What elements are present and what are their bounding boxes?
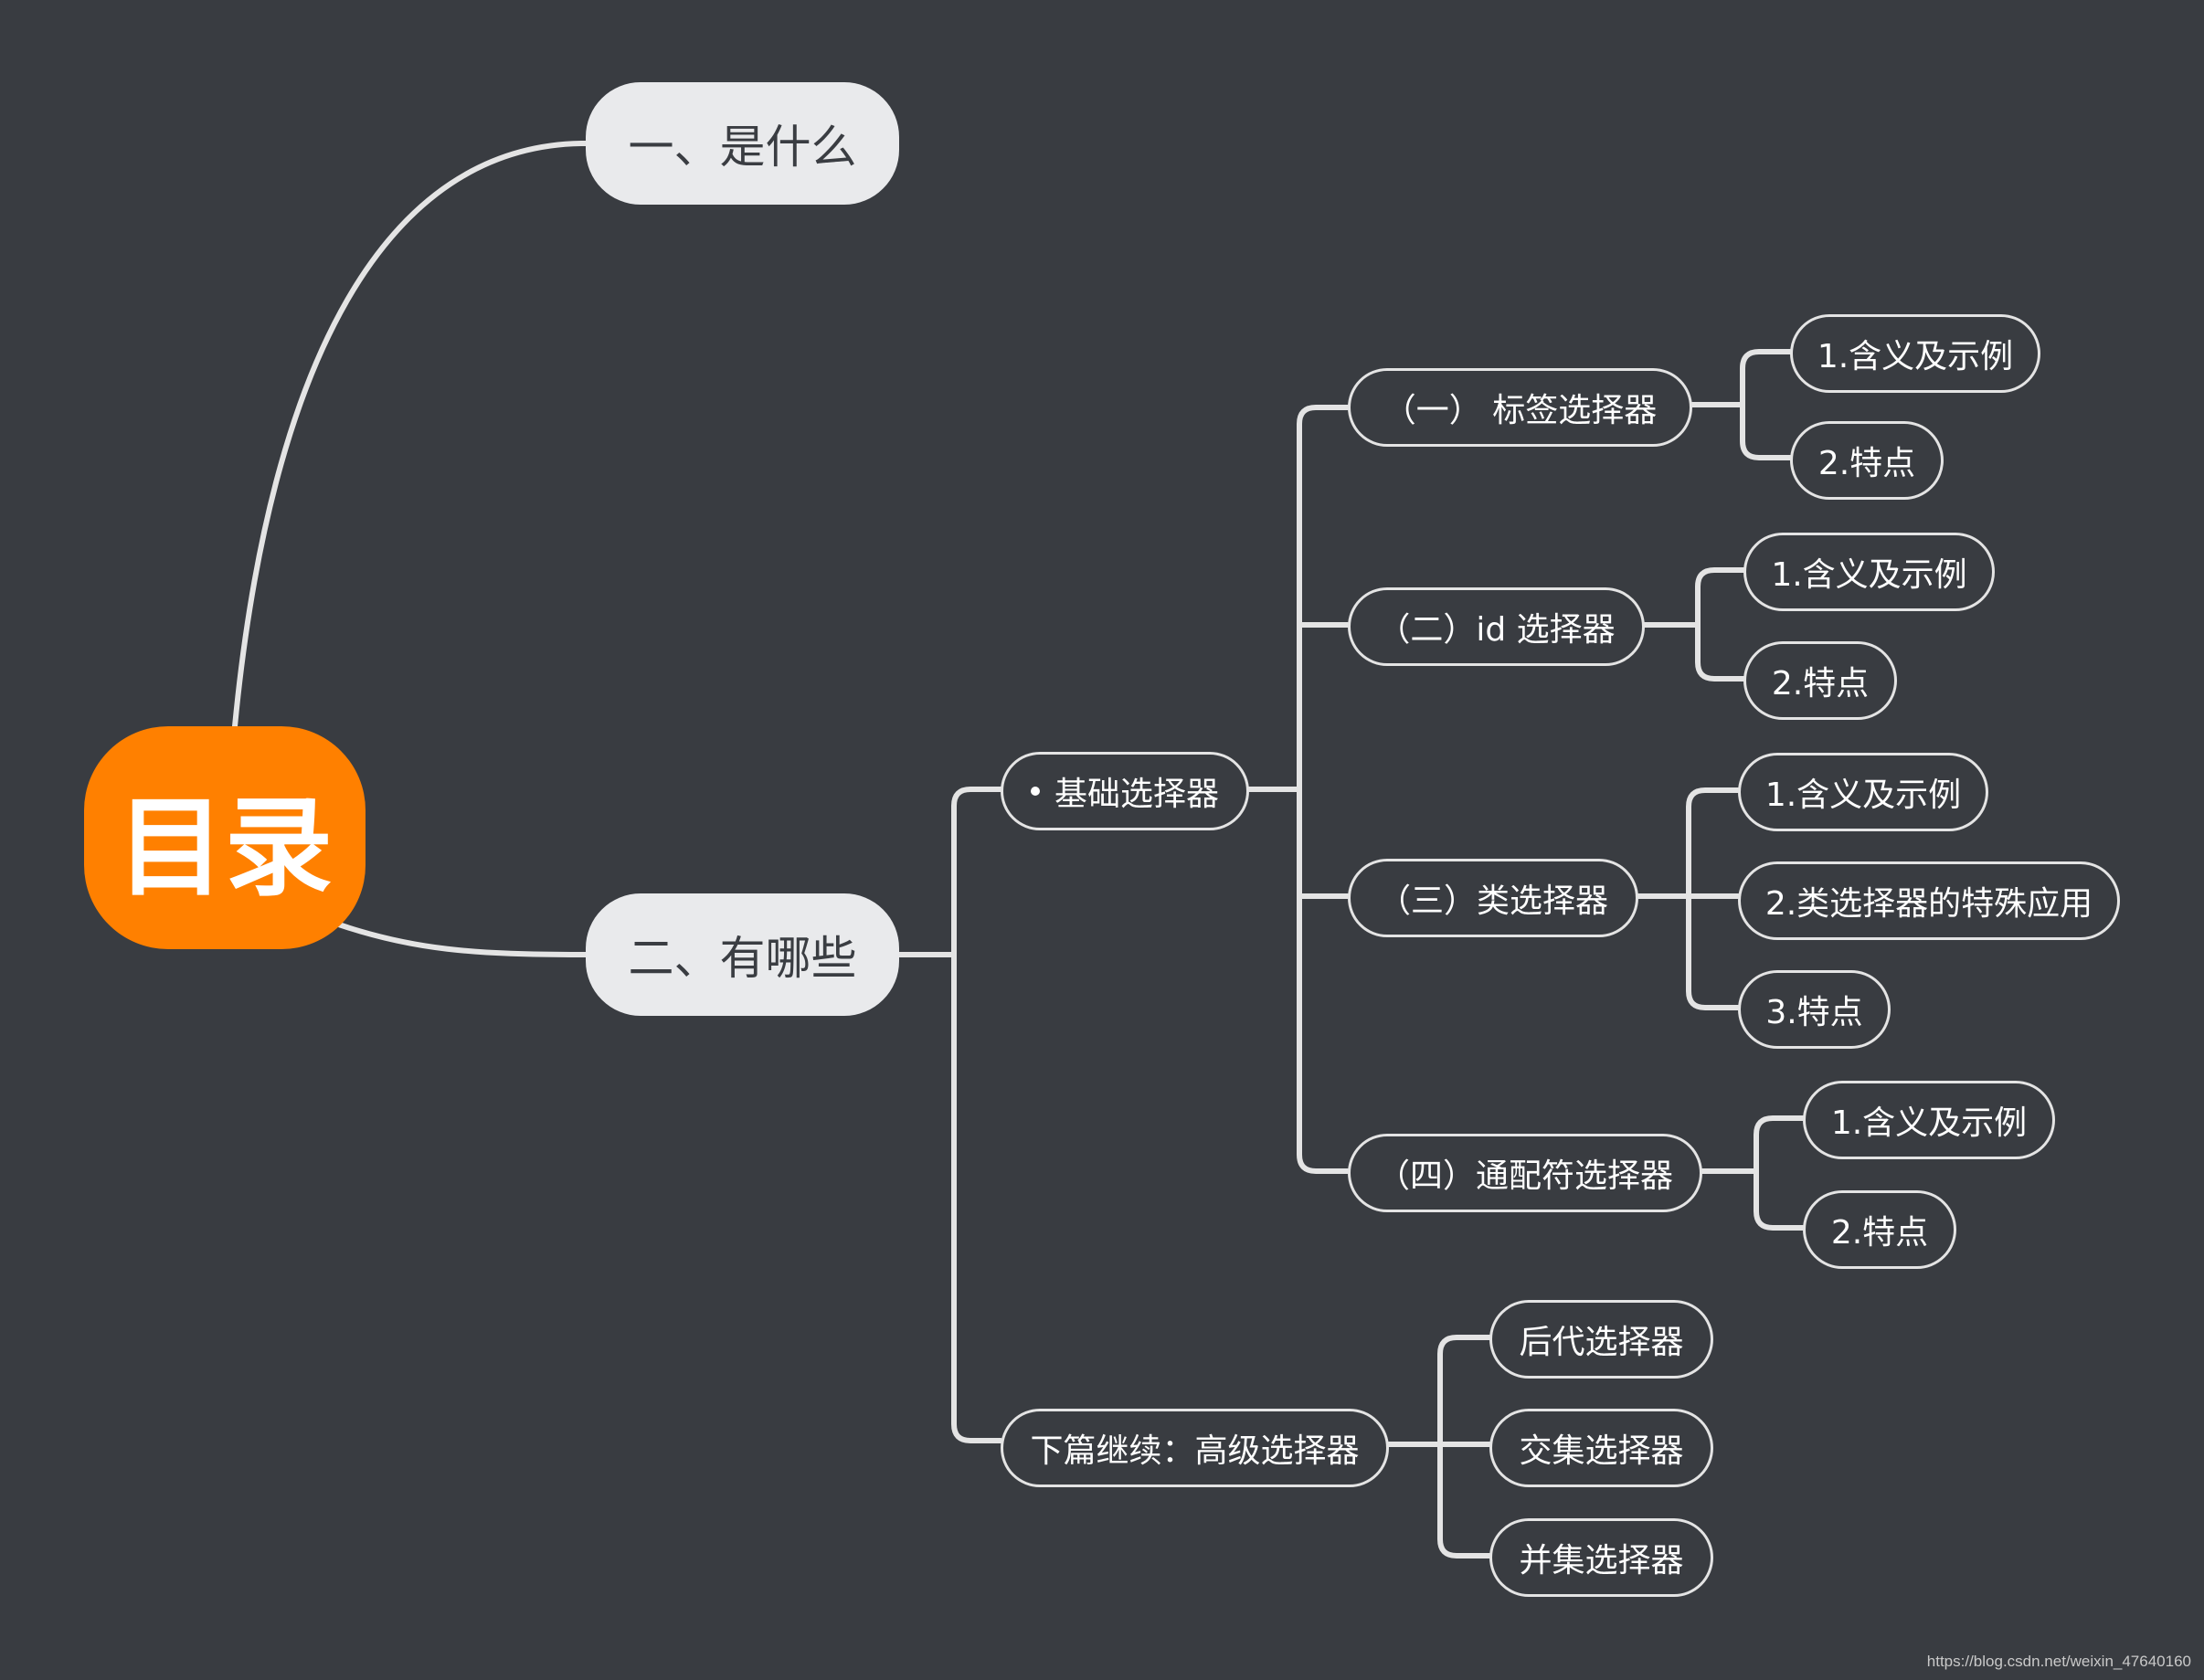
intersection-selector-node[interactable]: 交集选择器 — [1489, 1409, 1713, 1487]
bullet-icon — [1030, 787, 1040, 796]
universal-features-node[interactable]: 2.特点 — [1803, 1190, 1956, 1269]
union-selector-node[interactable]: 并集选择器 — [1489, 1518, 1713, 1597]
connector-basic-fan — [1297, 405, 1351, 1174]
root-node[interactable]: 目录 — [84, 726, 366, 949]
class-definition-node[interactable]: 1.含义及示例 — [1738, 753, 1988, 831]
connector-class-fan — [1686, 787, 1741, 1010]
tag-definition-node[interactable]: 1.含义及示例 — [1790, 314, 2040, 393]
watermark: https://blog.csdn.net/weixin_47640160 — [1926, 1653, 2191, 1670]
connector-root-to-what — [232, 141, 588, 729]
class-selector-node[interactable]: （三）类选择器 — [1348, 859, 1638, 937]
tag-features-node[interactable]: 2.特点 — [1790, 421, 1944, 500]
universal-selector-node[interactable]: （四）通配符选择器 — [1348, 1134, 1702, 1212]
connector-universal-fan — [1754, 1115, 1806, 1231]
descendant-selector-node[interactable]: 后代选择器 — [1489, 1300, 1713, 1379]
connector-root-to-which — [331, 920, 588, 957]
connector-which-to-basic — [951, 787, 1003, 1443]
branch-which[interactable]: 二、有哪些 — [586, 893, 899, 1016]
class-features-node[interactable]: 3.特点 — [1738, 970, 1891, 1049]
tag-selector-node[interactable]: （一） 标签选择器 — [1348, 368, 1692, 447]
class-special-use-node[interactable]: 2.类选择器的特殊应用 — [1738, 861, 2120, 940]
universal-definition-node[interactable]: 1.含义及示例 — [1803, 1081, 2055, 1159]
id-features-node[interactable]: 2.特点 — [1743, 641, 1897, 720]
basic-selectors-node[interactable]: 基础选择器 — [1001, 752, 1249, 830]
branch-what[interactable]: 一、是什么 — [586, 82, 899, 205]
basic-selectors-label: 基础选择器 — [1054, 776, 1219, 813]
id-selector-node[interactable]: （二）id 选择器 — [1348, 587, 1645, 666]
connector-advanced-fan — [1437, 1335, 1492, 1558]
advanced-selectors-node[interactable]: 下篇继续：高级选择器 — [1001, 1409, 1389, 1487]
id-definition-node[interactable]: 1.含义及示例 — [1743, 533, 1995, 611]
connector-tag-fan — [1740, 349, 1793, 460]
connector-id-fan — [1695, 567, 1746, 682]
